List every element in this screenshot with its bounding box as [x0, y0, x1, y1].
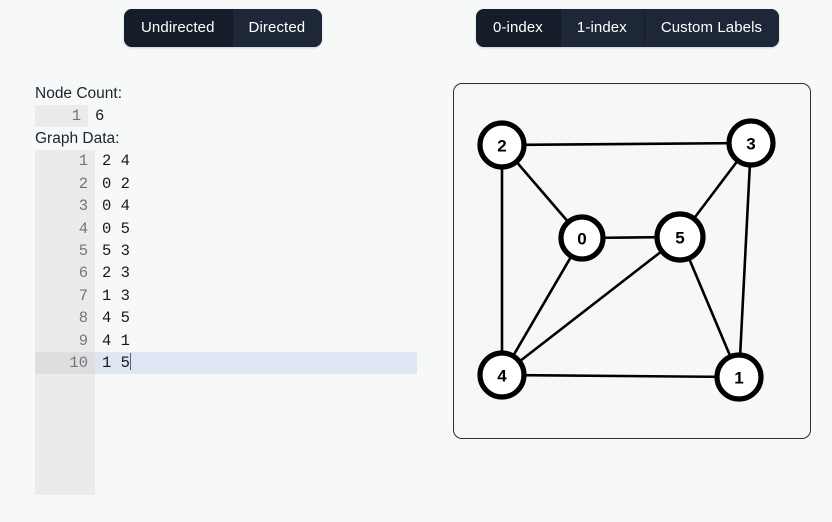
- graph-node-label: 4: [497, 367, 507, 386]
- graph-visualization-panel[interactable]: 2 3 0 5 4 1: [453, 83, 811, 439]
- graph-edge: [500, 373, 741, 379]
- toggle-option-undirected[interactable]: Undirected: [124, 9, 232, 47]
- line-number: 2: [35, 172, 95, 196]
- graph-node[interactable]: 0: [558, 214, 606, 262]
- editor-line[interactable]: 1 2 4: [35, 150, 417, 173]
- graph-edges-layer: [500, 141, 753, 379]
- editor-empty-area[interactable]: [35, 374, 417, 496]
- editor-line[interactable]: 5 5 3: [35, 239, 417, 263]
- graph-node-label: 1: [734, 369, 743, 388]
- graph-nodes-layer: 2 3 0 5 4 1: [477, 118, 776, 402]
- node-indexing-toggle[interactable]: 0-index 1-index Custom Labels: [476, 9, 780, 47]
- line-content[interactable]: 6: [95, 107, 105, 125]
- line-number: 5: [35, 239, 95, 263]
- line-number: 4: [35, 217, 95, 240]
- line-text: 1 5: [102, 353, 130, 372]
- node-count-label: Node Count:: [35, 85, 123, 102]
- line-content[interactable]: 1 5: [95, 351, 417, 375]
- line-number: 9: [35, 329, 95, 352]
- line-number: 3: [35, 195, 95, 218]
- graph-canvas[interactable]: 2 3 0 5 4 1: [454, 84, 810, 438]
- editor-column: Node Count: 1 6 Graph Data: 1 2 4 2 0 2 …: [35, 83, 418, 496]
- graph-node-label: 5: [675, 229, 684, 248]
- graph-node[interactable]: 4: [477, 350, 527, 400]
- graph-data-editor[interactable]: 1 2 4 2 0 2 3 0 4 4 0 5 5 5 3 6 2 3 7 1 …: [35, 150, 417, 496]
- content-filler[interactable]: [95, 374, 417, 496]
- node-count-editor[interactable]: 1 6: [35, 105, 418, 128]
- graph-node-label: 0: [577, 230, 586, 249]
- graph-node-circle[interactable]: [477, 120, 527, 170]
- graph-node-label: 2: [497, 137, 506, 156]
- graph-edge: [500, 236, 584, 377]
- line-content[interactable]: 4 5: [102, 309, 130, 328]
- line-content[interactable]: 0 5: [102, 219, 130, 238]
- line-number: 8: [35, 307, 95, 330]
- graph-node-circle[interactable]: [654, 211, 706, 263]
- graph-node-circle[interactable]: [726, 118, 776, 168]
- line-number: 10: [35, 351, 95, 375]
- graph-node[interactable]: 3: [726, 118, 776, 168]
- graph-node-circle[interactable]: [714, 352, 764, 402]
- graph-node-circle[interactable]: [477, 350, 527, 400]
- editor-line[interactable]: 4 0 5: [35, 217, 417, 240]
- editor-line[interactable]: 8 4 5: [35, 307, 417, 330]
- line-number: 7: [35, 284, 95, 308]
- editor-line[interactable]: 1 6: [35, 105, 418, 128]
- toggle-option-0-index[interactable]: 0-index: [476, 9, 560, 47]
- toggle-option-1-index[interactable]: 1-index: [559, 9, 644, 47]
- line-content[interactable]: 2 4: [102, 152, 130, 171]
- graph-node-label: 3: [746, 135, 755, 154]
- line-content[interactable]: 1 3: [102, 286, 130, 305]
- editor-line[interactable]: 7 1 3: [35, 284, 417, 308]
- line-content[interactable]: 5 3: [102, 241, 130, 260]
- line-content[interactable]: 4 1: [102, 331, 130, 350]
- text-caret: [129, 352, 131, 370]
- line-number: 1: [35, 105, 88, 128]
- line-content[interactable]: 2 3: [102, 264, 130, 283]
- editor-line[interactable]: 3 0 4: [35, 195, 417, 218]
- line-number: 1: [35, 150, 95, 173]
- graph-node[interactable]: 5: [654, 211, 706, 263]
- graph-data-label: Graph Data:: [35, 130, 120, 148]
- graph-node[interactable]: 2: [477, 120, 527, 170]
- editor-line-active[interactable]: 10 1 5: [35, 351, 417, 375]
- graph-node-circle[interactable]: [558, 214, 606, 262]
- line-content[interactable]: 0 2: [102, 174, 130, 193]
- graph-edge: [500, 141, 753, 147]
- line-content[interactable]: 0 4: [102, 197, 130, 216]
- line-number: 6: [35, 262, 95, 285]
- toggle-option-directed[interactable]: Directed: [231, 9, 323, 47]
- gutter-filler: [35, 374, 95, 496]
- toggle-option-custom-labels[interactable]: Custom Labels: [643, 9, 780, 47]
- graph-node[interactable]: 1: [714, 352, 764, 402]
- editor-line[interactable]: 6 2 3: [35, 262, 417, 285]
- editor-line[interactable]: 9 4 1: [35, 329, 417, 352]
- graph-edge: [500, 235, 682, 377]
- graph-edge: [737, 141, 753, 379]
- graph-direction-toggle[interactable]: Undirected Directed: [124, 9, 323, 47]
- editor-line[interactable]: 2 0 2: [35, 172, 417, 196]
